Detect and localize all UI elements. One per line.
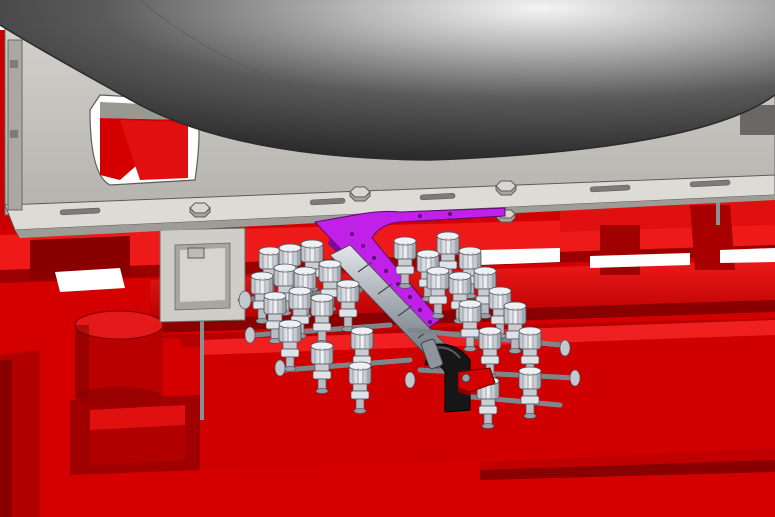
red-valve-handle <box>457 367 496 396</box>
steel-bracket-left <box>159 227 246 323</box>
inlet-hose <box>420 338 471 413</box>
tank-body <box>0 0 775 161</box>
red-cylinder-cap <box>74 310 164 407</box>
